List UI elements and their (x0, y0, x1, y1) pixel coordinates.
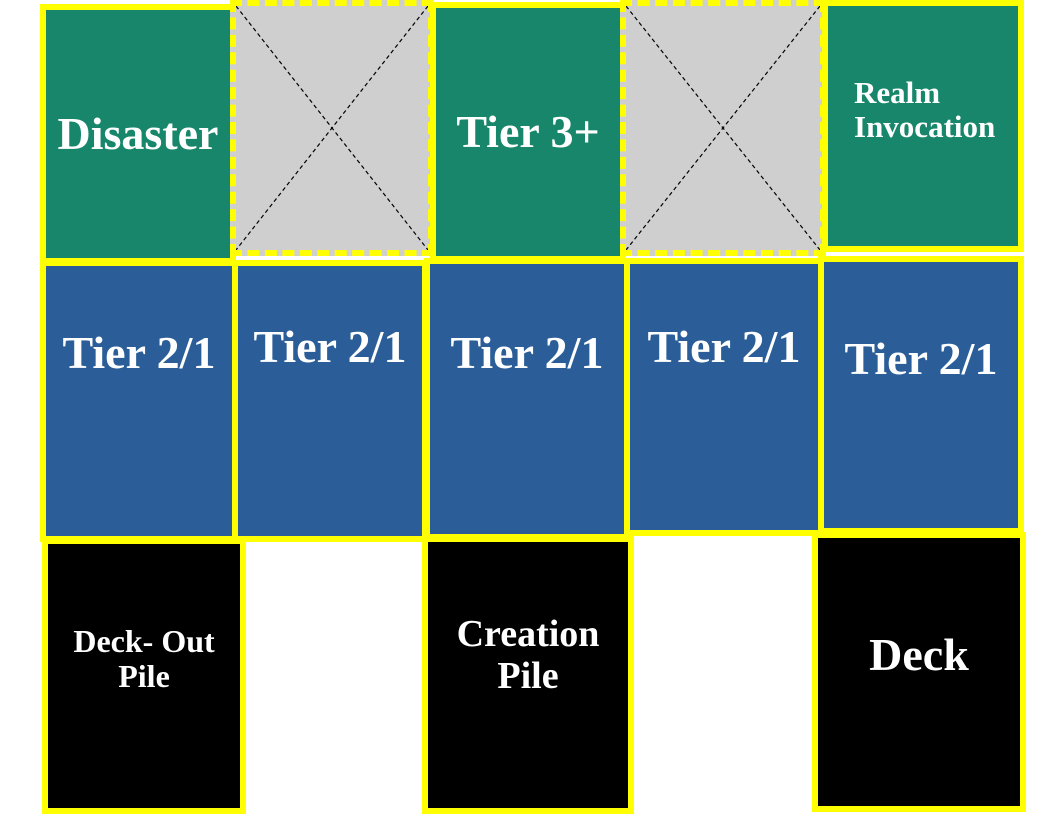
tier2-slot-2[interactable]: Tier 2/1 (232, 260, 428, 542)
creation-pile-label: Creation Pile (456, 613, 600, 697)
disaster-slot[interactable]: Disaster (40, 4, 236, 264)
realm-invocation-label: Realm Invocation (854, 75, 996, 145)
creation-pile-slot[interactable]: Creation Pile (422, 536, 634, 814)
realm-invocation-slot[interactable]: Realm Invocation (822, 0, 1024, 252)
disaster-label: Disaster (57, 107, 219, 159)
tier3-label: Tier 3+ (456, 105, 600, 157)
tier3-slot[interactable]: Tier 3+ (430, 2, 626, 262)
tier2-label: Tier 2/1 (844, 333, 998, 384)
tier2-slot-5[interactable]: Tier 2/1 (818, 256, 1024, 534)
dashed-x-icon (626, 6, 820, 250)
empty-slot-2 (620, 0, 826, 256)
tier2-slot-4[interactable]: Tier 2/1 (624, 258, 824, 536)
tier2-label: Tier 2/1 (253, 321, 407, 372)
empty-slot-1 (230, 0, 434, 256)
tier2-slot-3[interactable]: Tier 2/1 (424, 258, 630, 540)
deck-label: Deck (869, 629, 969, 680)
dashed-x-icon (236, 6, 428, 250)
tier2-slot-1[interactable]: Tier 2/1 (40, 260, 238, 542)
deck-out-pile-label: Deck- Out Pile (73, 623, 215, 695)
tier2-label: Tier 2/1 (647, 321, 801, 372)
deck-out-pile-slot[interactable]: Deck- Out Pile (42, 538, 246, 814)
tier2-label: Tier 2/1 (62, 327, 216, 378)
tier2-label: Tier 2/1 (450, 327, 604, 378)
deck-slot[interactable]: Deck (812, 532, 1026, 812)
